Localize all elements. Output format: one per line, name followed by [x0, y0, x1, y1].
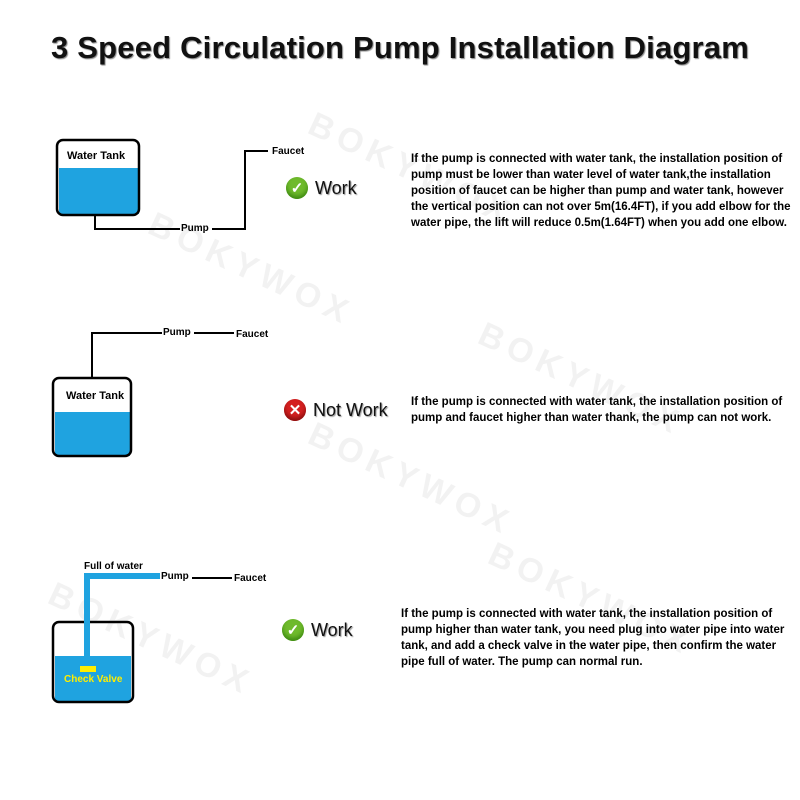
description: If the pump is connected with water tank… [401, 608, 785, 668]
diagram-3-graphic [51, 573, 232, 704]
water-fill [55, 412, 130, 456]
tank-label: Water Tank [66, 390, 125, 402]
status-text: Work [315, 177, 357, 198]
status-text: Work [311, 619, 353, 640]
diagram-2-graphic [51, 332, 234, 458]
pump-label: Pump [181, 223, 209, 234]
faucet-label: Faucet [272, 146, 305, 157]
faucet-label: Faucet [234, 573, 267, 584]
pipe [212, 150, 268, 230]
check-icon: ✓ [286, 177, 308, 199]
diagram-1-graphic [55, 138, 268, 230]
tank-label: Water Tank [67, 150, 126, 162]
status-not-work: ✕ Not Work [284, 399, 388, 421]
page-title: 3 Speed Circulation Pump Installation Di… [50, 30, 750, 65]
pump-label: Pump [163, 327, 191, 338]
cross-icon: ✕ [284, 399, 306, 421]
check-icon: ✓ [282, 619, 304, 641]
description: If the pump is connected with water tank… [411, 396, 783, 424]
check-valve-label: Check Valve [64, 674, 123, 685]
description: If the pump is connected with water tank… [411, 153, 791, 229]
pump-label: Pump [161, 571, 189, 582]
water-fill [59, 168, 139, 214]
water-tank [55, 138, 141, 217]
water-fill [55, 656, 131, 701]
pipe [94, 215, 180, 230]
full-of-water-label: Full of water [84, 561, 143, 572]
pipe-full-of-water [84, 573, 160, 668]
status-work: ✓ Work [282, 619, 353, 641]
check-valve [80, 666, 96, 672]
water-tank [51, 620, 135, 704]
status-work: ✓ Work [286, 177, 357, 199]
status-text: Not Work [313, 399, 388, 420]
pipe [91, 332, 162, 378]
faucet-label: Faucet [236, 329, 269, 340]
